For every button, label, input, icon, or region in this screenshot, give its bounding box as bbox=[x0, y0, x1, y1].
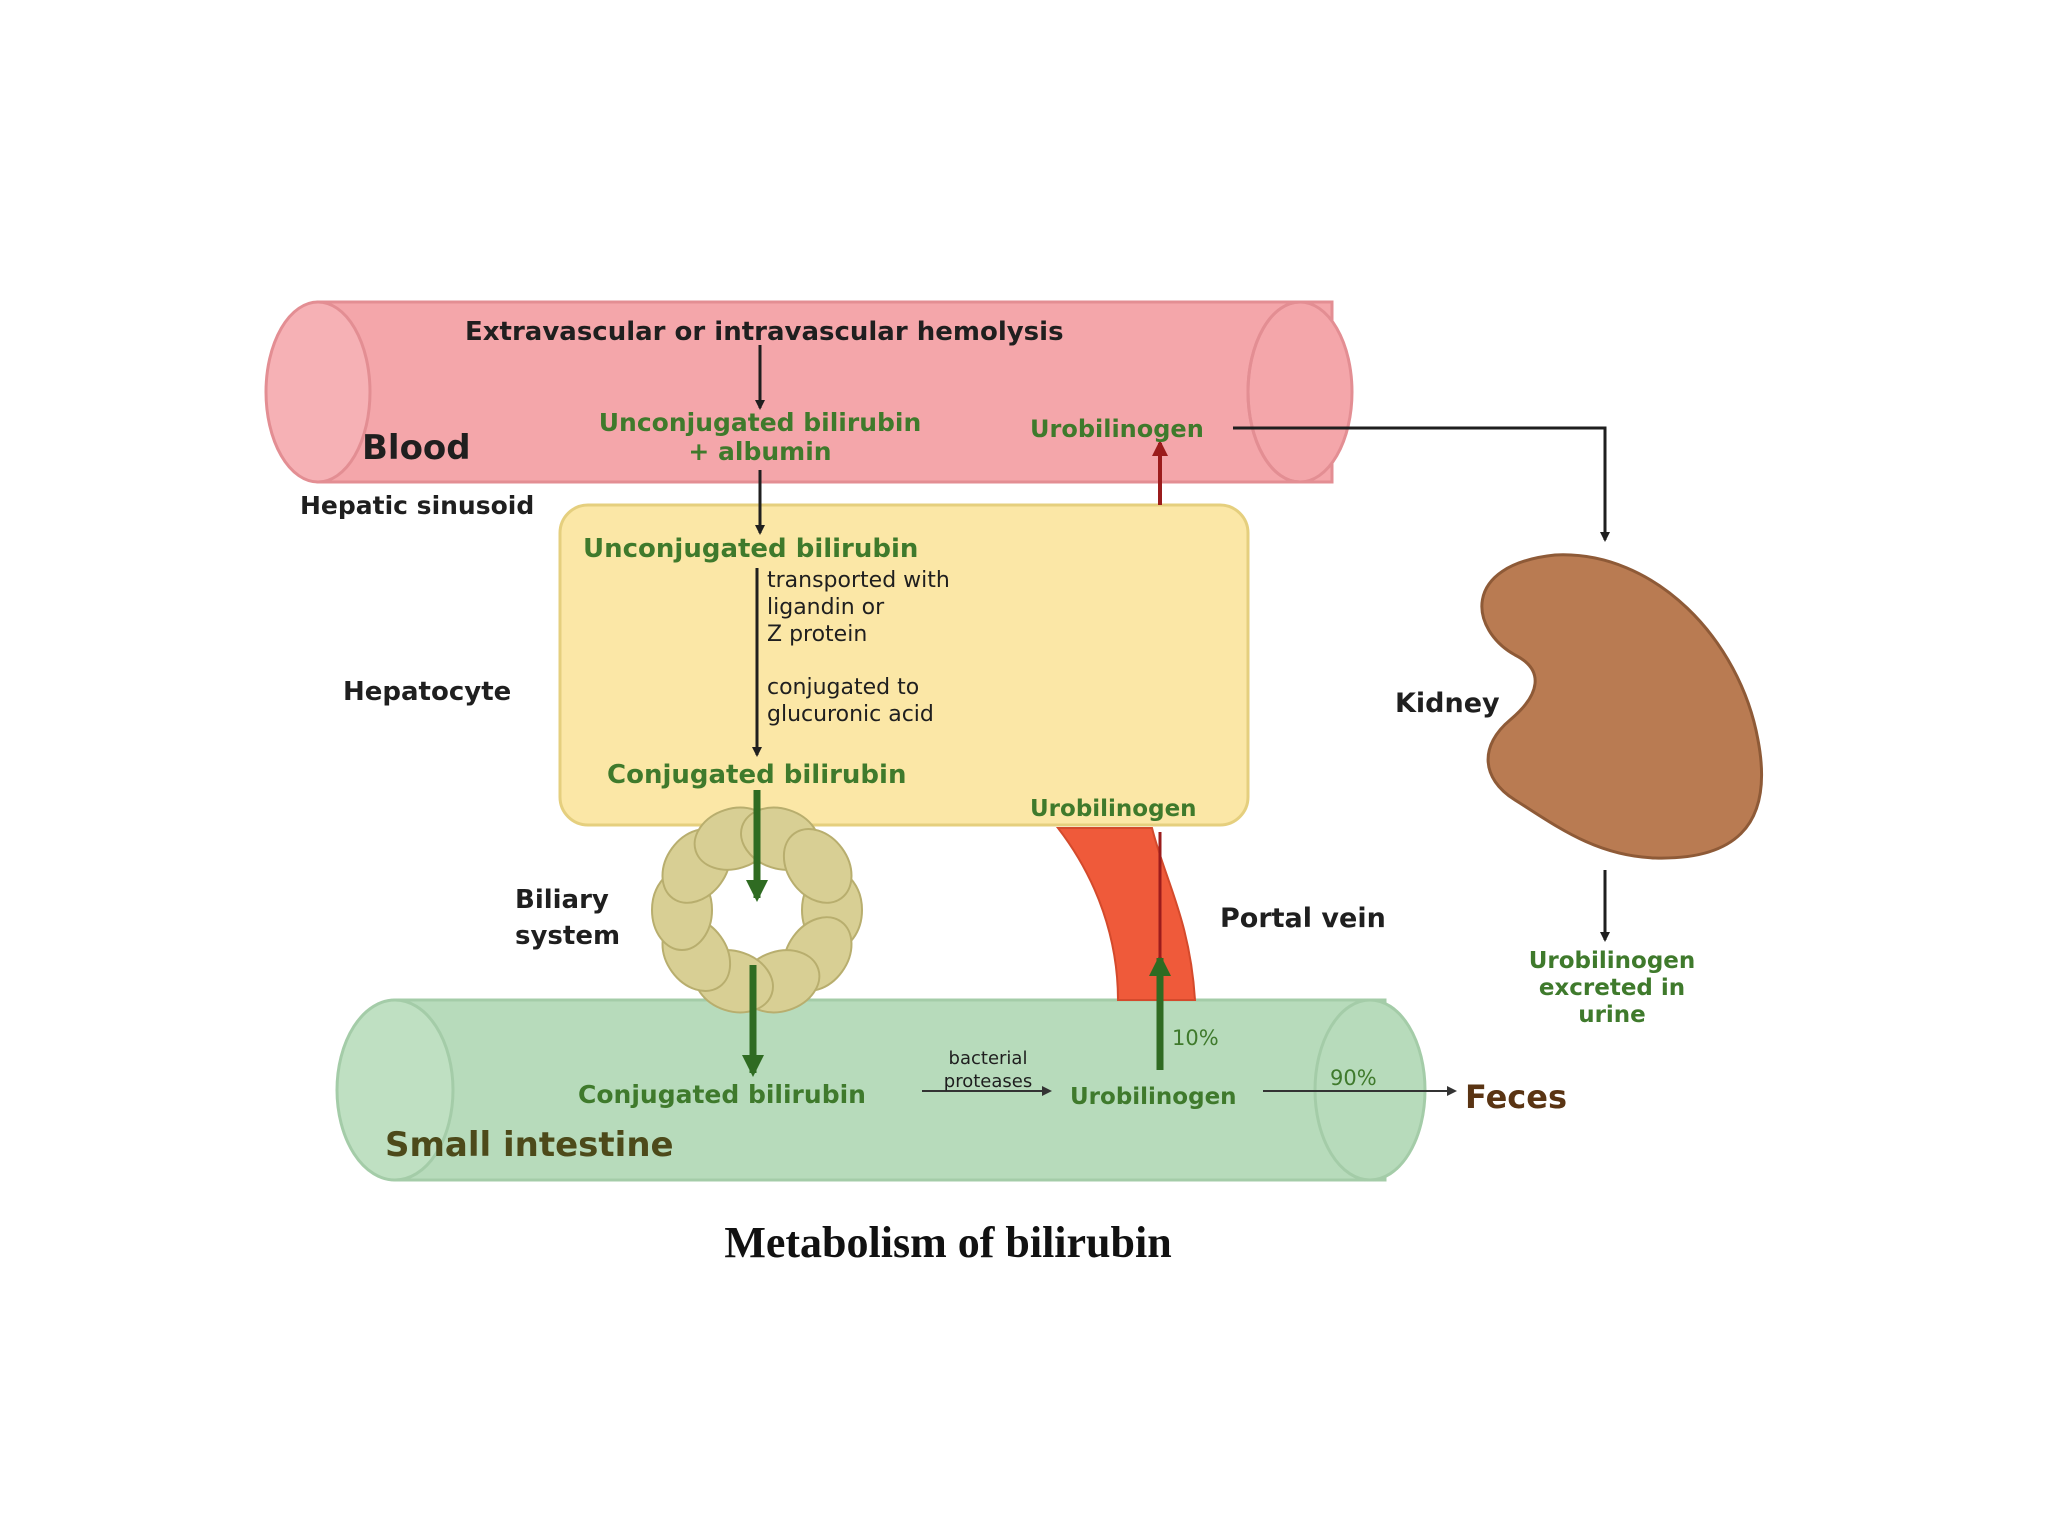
portal-vein-shape bbox=[1055, 827, 1197, 1001]
hepatocyte-urobilinogen-label: Urobilinogen bbox=[1030, 796, 1197, 822]
biliary-ring bbox=[651, 806, 863, 1014]
arrow-to-kidney bbox=[1233, 426, 1610, 542]
albumin-label-line1: Unconjugated bilirubin bbox=[599, 408, 922, 437]
conjugation-line2: glucuronic acid bbox=[767, 702, 934, 727]
biliary-lumen bbox=[715, 868, 799, 952]
proteases-line2: proteases bbox=[944, 1071, 1032, 1092]
unconjugated-bilirubin-label: Unconjugated bilirubin bbox=[583, 534, 918, 564]
albumin-label-line2: + albumin bbox=[688, 437, 831, 466]
blood-urobilinogen-label: Urobilinogen bbox=[1030, 415, 1204, 443]
diagram-caption: Metabolism of bilirubin bbox=[724, 1218, 1171, 1267]
hepatic-sinusoid-label: Hepatic sinusoid bbox=[300, 491, 534, 520]
transport-line3: Z protein bbox=[767, 622, 867, 647]
transport-line2: ligandin or bbox=[767, 595, 885, 620]
conjugated-bilirubin-label: Conjugated bilirubin bbox=[607, 760, 906, 790]
kidney-label: Kidney bbox=[1395, 688, 1500, 719]
biliary-cell bbox=[782, 828, 853, 904]
percent-portal-label: 10% bbox=[1172, 1026, 1219, 1050]
intestine-body bbox=[393, 998, 1387, 1182]
intestine-urobilinogen-label: Urobilinogen bbox=[1070, 1084, 1237, 1110]
proteases-line1: bacterial bbox=[949, 1048, 1028, 1069]
small-intestine-tube bbox=[335, 998, 1427, 1182]
hemolysis-label: Extravascular or intravascular hemolysis bbox=[465, 317, 1064, 347]
hepatocyte-box bbox=[558, 503, 1250, 827]
biliary-label-line1: Biliary bbox=[515, 885, 609, 915]
flow-arrows bbox=[742, 345, 1610, 1096]
percent-feces-label: 90% bbox=[1330, 1066, 1377, 1090]
urine-line1: Urobilinogen bbox=[1529, 948, 1696, 974]
urine-line2: excreted in bbox=[1539, 975, 1685, 1001]
urine-line3: urine bbox=[1578, 1002, 1646, 1028]
blood-vessel bbox=[264, 300, 1354, 484]
portal-vein-label: Portal vein bbox=[1220, 903, 1386, 934]
transport-line1: transported with bbox=[767, 568, 950, 593]
blood-vessel-left-end bbox=[264, 300, 372, 484]
biliary-label-line2: system bbox=[515, 921, 620, 951]
blood-label: Blood bbox=[362, 428, 471, 468]
hepatocyte-label: Hepatocyte bbox=[343, 677, 511, 707]
small-intestine-label: Small intestine bbox=[385, 1125, 674, 1165]
intestine-left-end bbox=[335, 998, 455, 1182]
feces-label: Feces bbox=[1465, 1078, 1567, 1116]
conjugation-line1: conjugated to bbox=[767, 675, 919, 700]
kidney-shape bbox=[1480, 553, 1764, 860]
intestine-conjugated-label: Conjugated bilirubin bbox=[578, 1080, 866, 1109]
